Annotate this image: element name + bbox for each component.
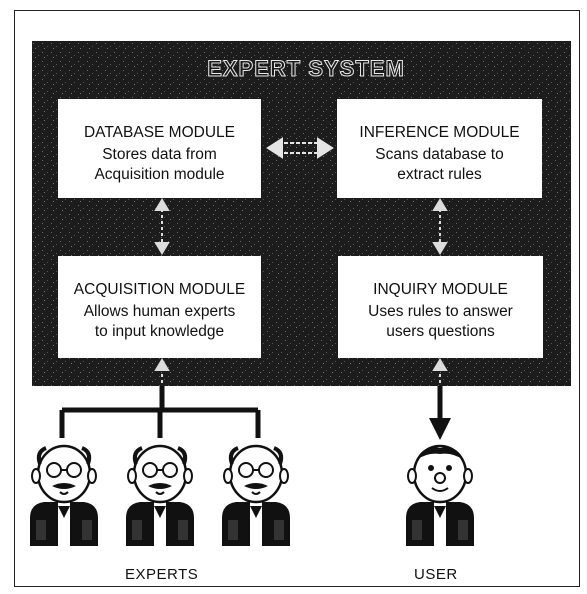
system-title: EXPERT SYSTEM [207, 56, 405, 82]
inference-module-title: INFERENCE MODULE [359, 124, 520, 141]
user-figure [404, 444, 476, 548]
user-label: USER [414, 566, 458, 583]
inference-module-line1: Scans database to [375, 146, 504, 163]
inquiry-module: INQUIRY MODULE Uses rules to answer user… [338, 256, 543, 358]
acquisition-module-title: ACQUISITION MODULE [73, 281, 246, 298]
outer-frame [14, 10, 580, 587]
expert-figure-3 [220, 444, 292, 548]
expert-figure-1 [28, 444, 100, 548]
vertical-links [154, 198, 448, 386]
inquiry-module-line2: users questions [386, 323, 495, 340]
acquisition-module-line2: to input knowledge [94, 323, 225, 340]
expert-figure-2 [124, 444, 196, 548]
user-arrow [429, 386, 451, 440]
inference-module: INFERENCE MODULE Scans database to extra… [337, 99, 542, 198]
acquisition-module: ACQUISITION MODULE Allows human experts … [58, 256, 261, 358]
inquiry-module-line1: Uses rules to answer [368, 303, 513, 320]
acquisition-module-line1: Allows human experts [83, 303, 236, 320]
inquiry-module-title: INQUIRY MODULE [373, 281, 508, 298]
inference-module-line2: extract rules [397, 166, 482, 183]
experts-label: EXPERTS [125, 566, 199, 583]
database-module-title: DATABASE MODULE [83, 124, 235, 141]
db-inference-arrow [266, 137, 334, 159]
database-module-line2: Acquisition module [94, 166, 225, 183]
experts-connector [59, 386, 261, 438]
database-module-line1: Stores data from [102, 146, 217, 163]
database-module: DATABASE MODULE Stores data from Acquisi… [58, 99, 261, 198]
